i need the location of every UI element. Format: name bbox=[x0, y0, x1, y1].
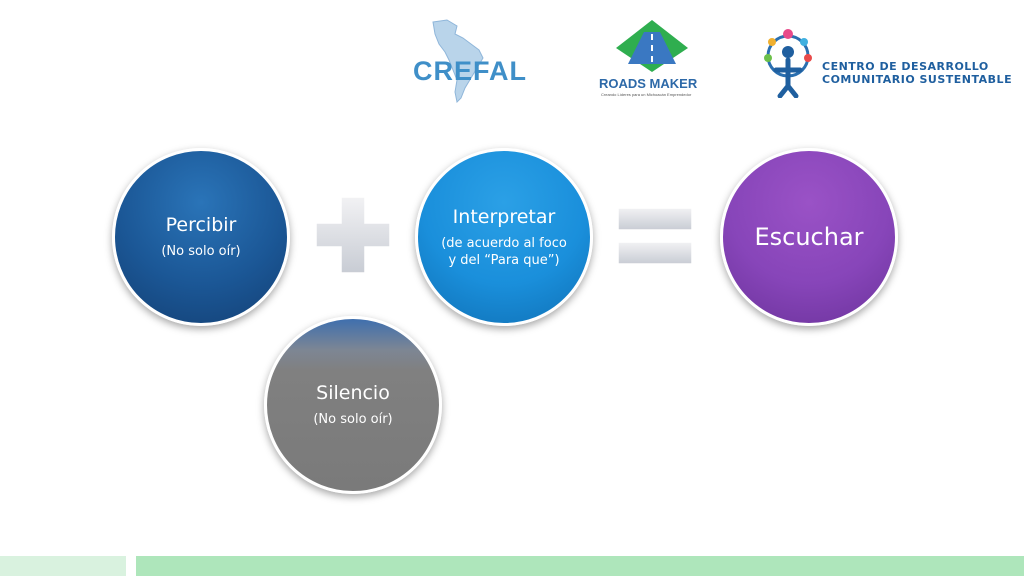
percibir-subtitle: (No solo oír) bbox=[161, 244, 241, 259]
equals-icon bbox=[617, 207, 693, 265]
interpretar-circle: Interpretar (de acuerdo al foco y del “P… bbox=[415, 148, 593, 326]
roads-maker-tagline: Creando Líderes para un Michoacán Empren… bbox=[601, 92, 692, 97]
interpretar-title: Interpretar bbox=[452, 205, 556, 228]
cdcs-logo: CENTRO DE DESARROLLO COMUNITARIO SUSTENT… bbox=[758, 26, 1020, 100]
silencio-title: Silencio bbox=[316, 382, 390, 404]
road-diamond-icon bbox=[616, 20, 688, 72]
roads-maker-title: ROADS MAKER bbox=[599, 76, 698, 91]
footer-bar-left bbox=[0, 556, 126, 576]
cdcs-logo-line2: COMUNITARIO SUSTENTABLE bbox=[822, 73, 1013, 86]
roads-maker-logo: ROADS MAKER Creando Líderes para un Mich… bbox=[596, 18, 706, 98]
crefal-logo: CREFAL bbox=[405, 18, 530, 103]
silencio-subtitle: (No solo oír) bbox=[313, 412, 393, 427]
plus-icon bbox=[315, 196, 391, 274]
percibir-circle: Percibir (No solo oír) bbox=[112, 148, 290, 326]
escuchar-title: Escuchar bbox=[754, 223, 864, 251]
footer-bar-right bbox=[136, 556, 1024, 576]
cdcs-logo-line1: CENTRO DE DESARROLLO bbox=[822, 60, 989, 73]
community-people-icon bbox=[764, 29, 812, 98]
percibir-title: Percibir bbox=[165, 214, 237, 236]
silencio-circle: Silencio (No solo oír) bbox=[264, 316, 442, 494]
cdcs-logo-text: CENTRO DE DESARROLLO COMUNITARIO SUSTENT… bbox=[822, 60, 1012, 86]
crefal-logo-text: CREFAL bbox=[413, 56, 527, 86]
latin-america-map-icon bbox=[432, 19, 484, 103]
interpretar-subtitle: (de acuerdo al foco y del “Para que”) bbox=[441, 235, 567, 268]
escuchar-circle: Escuchar bbox=[720, 148, 898, 326]
